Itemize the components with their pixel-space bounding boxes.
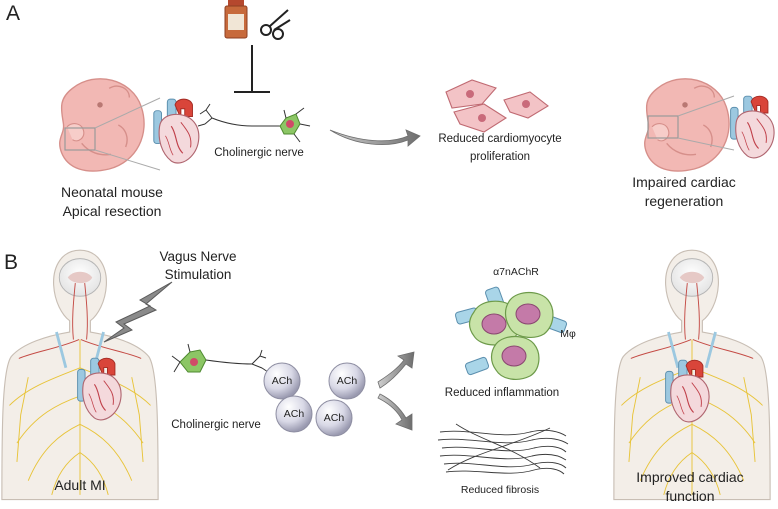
lightning-bolt-icon xyxy=(103,281,173,343)
ach-label-1: ACh xyxy=(271,375,293,387)
cardiomyocyte-line1: Reduced cardiomyocyte xyxy=(438,133,562,145)
panel-a-label: A xyxy=(6,2,21,25)
neonatal-heart xyxy=(153,98,200,164)
nerve-label-b: Cholinergic nerve xyxy=(171,419,261,431)
nerve-label-a: Cholinergic nerve xyxy=(214,147,304,159)
vns-line1: Vagus Nerve xyxy=(159,249,237,264)
ach-label-2: ACh xyxy=(336,375,358,387)
inhibition-symbol xyxy=(234,45,270,93)
receptor-label: α7nAChR xyxy=(493,266,539,278)
impaired-heart xyxy=(730,95,775,159)
ach-label-3: ACh xyxy=(283,408,305,420)
outcome-b-line2: function xyxy=(665,488,715,504)
inflammation-label: Reduced inflammation xyxy=(444,387,560,399)
scissors-icon xyxy=(260,9,291,40)
ach-molecules xyxy=(263,362,366,437)
macrophages xyxy=(454,286,568,380)
adult-label: Adult MI xyxy=(54,477,106,493)
arrow-to-inflammation xyxy=(377,351,415,389)
mouse-caption-line2: Apical resection xyxy=(62,203,162,219)
macrophage-label: Mφ xyxy=(560,328,576,340)
cardiomyocytes xyxy=(445,79,549,133)
drug-vial-icon xyxy=(224,0,248,39)
resection-box xyxy=(64,127,96,151)
vns-line2: Stimulation xyxy=(164,267,232,282)
cardiomyocyte-line2: proliferation xyxy=(469,151,531,163)
outcome-a-line2: regeneration xyxy=(644,193,724,209)
fibrosis-fibers xyxy=(437,423,569,475)
cholinergic-neuron-a xyxy=(197,103,311,143)
panel-b-label: B xyxy=(4,251,19,274)
ach-label-4: ACh xyxy=(323,412,345,424)
mouse-caption-line1: Neonatal mouse xyxy=(61,184,163,200)
outcome-b-line1: Improved cardiac xyxy=(636,469,744,485)
outcome-a-line1: Impaired cardiac xyxy=(632,174,736,190)
fibrosis-label: Reduced fibrosis xyxy=(460,484,540,496)
arrow-a xyxy=(329,129,421,147)
cholinergic-neuron-b xyxy=(171,343,269,373)
regenerating-mouse xyxy=(644,78,730,172)
arrow-to-fibrosis xyxy=(377,393,413,431)
